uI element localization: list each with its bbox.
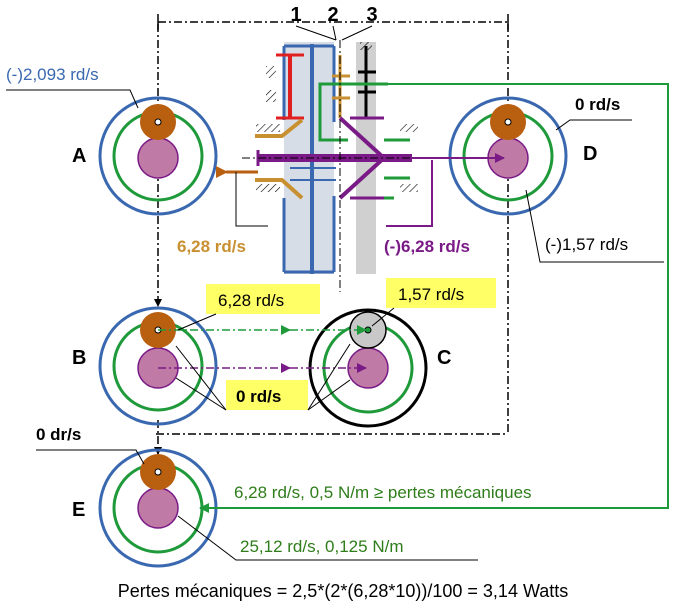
column-label-2: 2: [327, 4, 338, 26]
callout-d-speed: 0 rd/s: [555, 95, 632, 131]
label-a: A: [72, 145, 86, 167]
gear-d: D: [412, 96, 597, 216]
callout-b-top: 6,28 rd/s: [177, 284, 320, 331]
column-header: 1 2 3: [157, 4, 509, 41]
b-to-c-links: [158, 325, 367, 373]
e-top-text: 0 dr/s: [36, 425, 81, 444]
callout-a-speed: (-)2,093 rd/s: [6, 65, 139, 109]
gear-e: E: [72, 448, 218, 568]
callout-e-top: 0 dr/s: [36, 425, 145, 465]
feedback-loop: [199, 83, 669, 513]
label-c: C: [437, 347, 451, 369]
b-top-text: 6,28 rd/s: [218, 291, 284, 310]
e-output-text: 25,12 rd/s, 0,125 N/m: [240, 537, 403, 556]
reference-frame: [154, 24, 509, 455]
column-label-1: 1: [290, 4, 301, 26]
callout-bc-mid: 0 rd/s: [175, 343, 351, 411]
gear-a: A: [72, 96, 218, 216]
callout-d-speed2: (-)1,57 rd/s: [525, 189, 664, 263]
label-e: E: [72, 499, 85, 521]
loop-label: 6,28 rd/s, 0,5 N/m ≥ pertes mécaniques: [234, 483, 532, 502]
gear-b: B: [72, 306, 218, 426]
callout-e-output: 25,12 rd/s, 0,125 N/m: [177, 515, 478, 561]
gear-c: C: [308, 308, 451, 428]
d-speed-text: 0 rd/s: [575, 95, 620, 114]
label-b: B: [72, 347, 86, 369]
left-shaft-speed: 6,28 rd/s: [177, 237, 246, 256]
a-speed-text: (-)2,093 rd/s: [6, 65, 99, 84]
gearbox-section: [242, 40, 430, 292]
d-speed2-text: (-)1,57 rd/s: [545, 235, 628, 254]
right-shaft-speed: (-)6,28 rd/s: [384, 237, 470, 256]
label-d: D: [583, 143, 597, 165]
bc-mid-text: 0 rd/s: [236, 387, 281, 406]
shaft-callouts: [216, 160, 433, 227]
callout-c-top: 1,57 rd/s: [371, 278, 496, 327]
c-top-text: 1,57 rd/s: [398, 285, 464, 304]
column-label-3: 3: [366, 4, 377, 26]
footer-formula: Pertes mécaniques = 2,5*(2*(6,28*10))/10…: [118, 581, 569, 601]
